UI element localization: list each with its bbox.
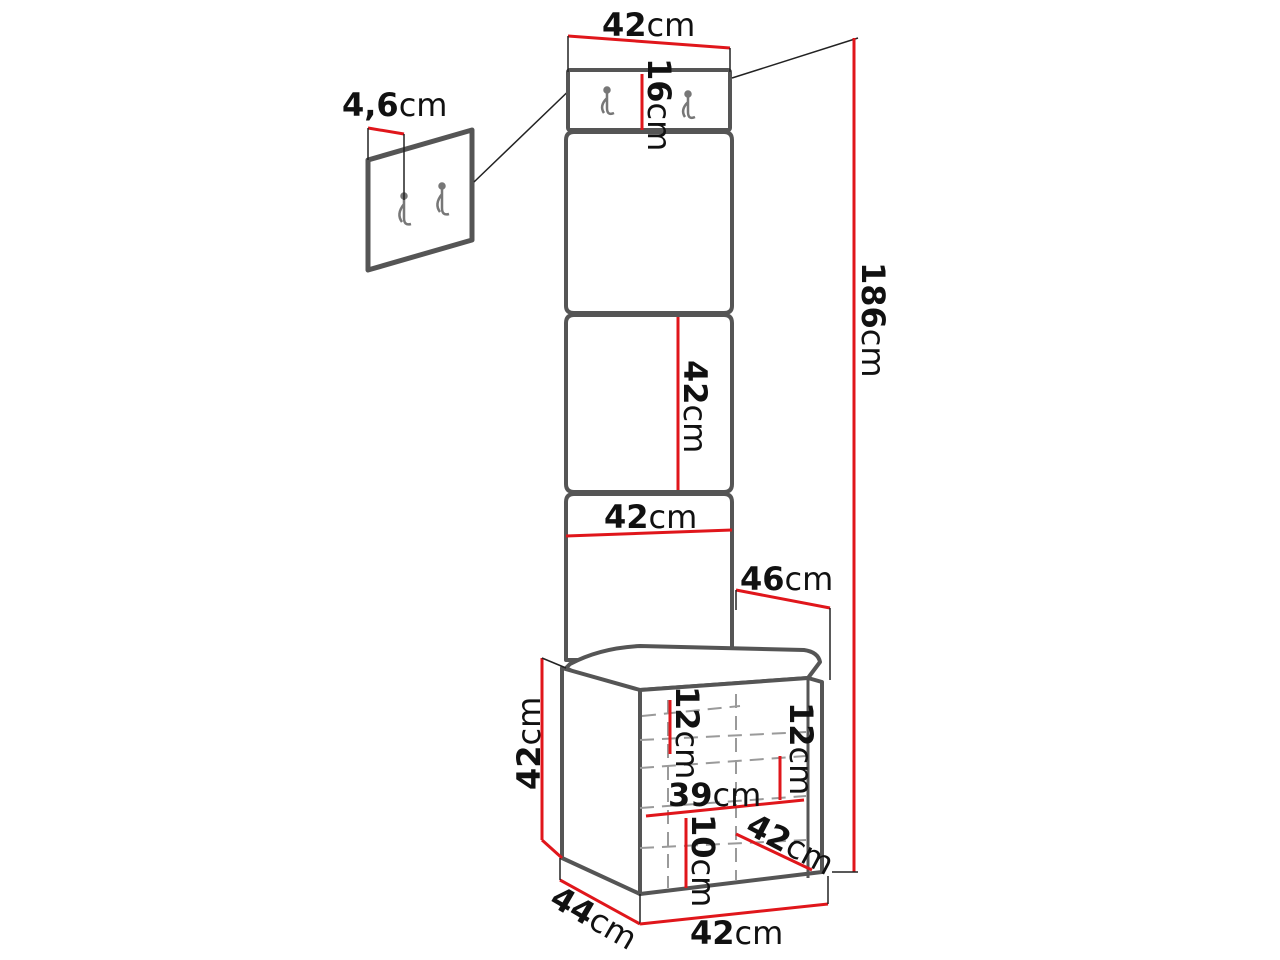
double-hook-icon [681,90,696,120]
shelf-depth-dimension-line [735,832,813,872]
double-hook-icon [600,86,615,116]
shelf-height-right-label: 12cm [782,702,820,795]
bench-height-dimension-line [540,838,564,860]
bench-width-label: 42cm [690,914,783,952]
hidden-shelf-lines [639,694,807,888]
bench-height-label: 42cm [510,697,548,790]
top-width-dimension-line [567,34,731,50]
bench-depth-dimension-line [559,878,641,926]
detail-leader-line [473,79,581,183]
top-width-label: 42cm [602,6,695,44]
bench-width-dimension-line [639,902,829,926]
backrest-depth-label: 46cm [740,560,833,598]
shelf-height-left-label: 12cm [668,686,706,779]
hanger-depth-dimension-line [367,126,405,136]
panel-width-dimension-line [565,528,733,538]
bottom-shelf-height-label: 10cm [684,814,722,907]
backrest-depth-dimension-line [735,588,831,610]
double-hook-icon [436,182,450,216]
upholstered-panel-1 [564,130,734,315]
total-height-label: 186cm [854,262,892,378]
shelf-width-label: 39cm [668,776,761,814]
shelf-width-dimension-line [645,798,805,818]
hanger-depth-label: 4,6cm [342,86,447,124]
hook-panel-height-label: 16cm [640,58,678,151]
panel-width-label: 42cm [604,498,697,536]
panel-height-label: 42cm [676,360,714,453]
bench-side [560,666,642,896]
bench-height-extension [541,657,567,669]
total-height-extension [731,37,859,79]
hook-panel-detail [365,127,475,273]
